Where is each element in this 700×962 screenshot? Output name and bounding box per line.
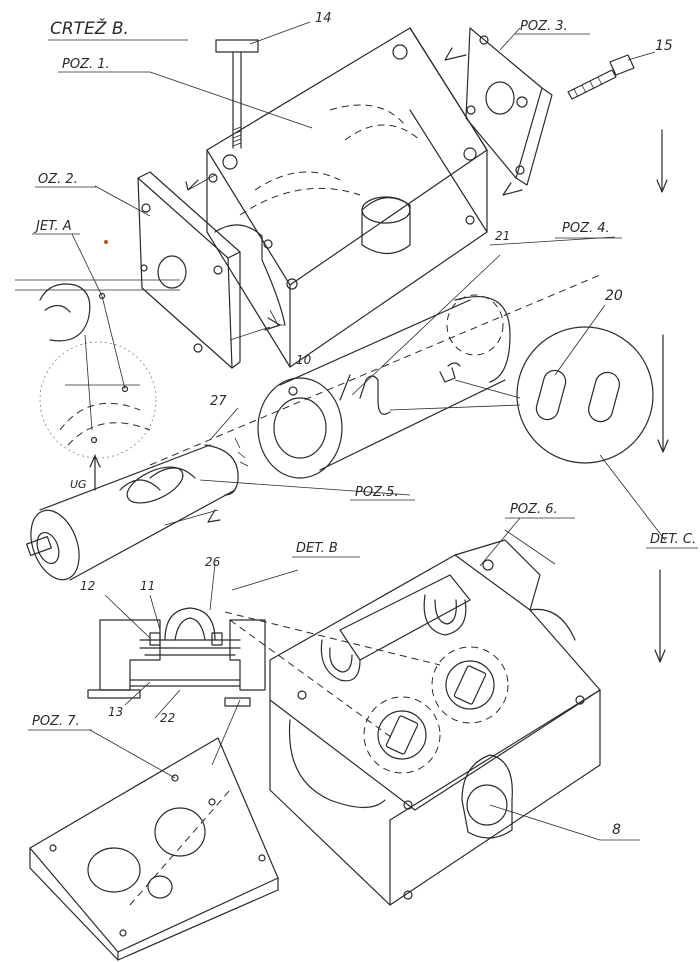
labels: POZ. 1. OZ. 2. POZ. 3. POZ. 4. POZ.5. PO… [28,11,698,838]
drawing-title: CRTEŽ B. [48,17,188,40]
label-ug: UG [70,478,87,491]
housing-poz6 [270,518,640,905]
label-poz1: POZ. 1. [62,57,110,72]
label-22: 22 [160,711,175,725]
label-21: 21 [495,229,510,243]
label-8: 8 [612,822,621,838]
label-det-a: JET. A [33,219,72,234]
label-poz4: POZ. 4. [562,221,610,236]
label-det-c: DET. C. [650,532,696,547]
plate-poz3 [445,28,552,195]
label-26: 26 [205,555,221,569]
bolt-14 [216,22,310,148]
label-poz5: POZ.5. [355,485,399,500]
label-poz7: POZ. 7. [32,714,80,729]
label-27: 27 [210,394,227,409]
screw-15 [568,52,655,99]
accent-mark [104,240,108,244]
label-12: 12 [80,579,95,593]
title-text: CRTEŽ B. [50,17,129,39]
label-poz3: POZ. 3. [520,19,568,34]
label-15: 15 [655,38,673,54]
label-13: 13 [108,705,123,719]
label-20: 20 [605,288,623,304]
detail-a [15,234,180,490]
label-11: 11 [140,579,155,593]
plate-poz2 [95,172,240,368]
label-det-b: DET. B [296,541,338,556]
label-14: 14 [315,11,332,26]
label-10: 10 [296,353,312,367]
margin-arrows [655,130,668,662]
label-poz6: POZ. 6. [510,502,558,517]
housing-poz1 [150,28,487,367]
plate-poz7 [30,730,278,960]
label-poz2: OZ. 2. [38,172,78,187]
